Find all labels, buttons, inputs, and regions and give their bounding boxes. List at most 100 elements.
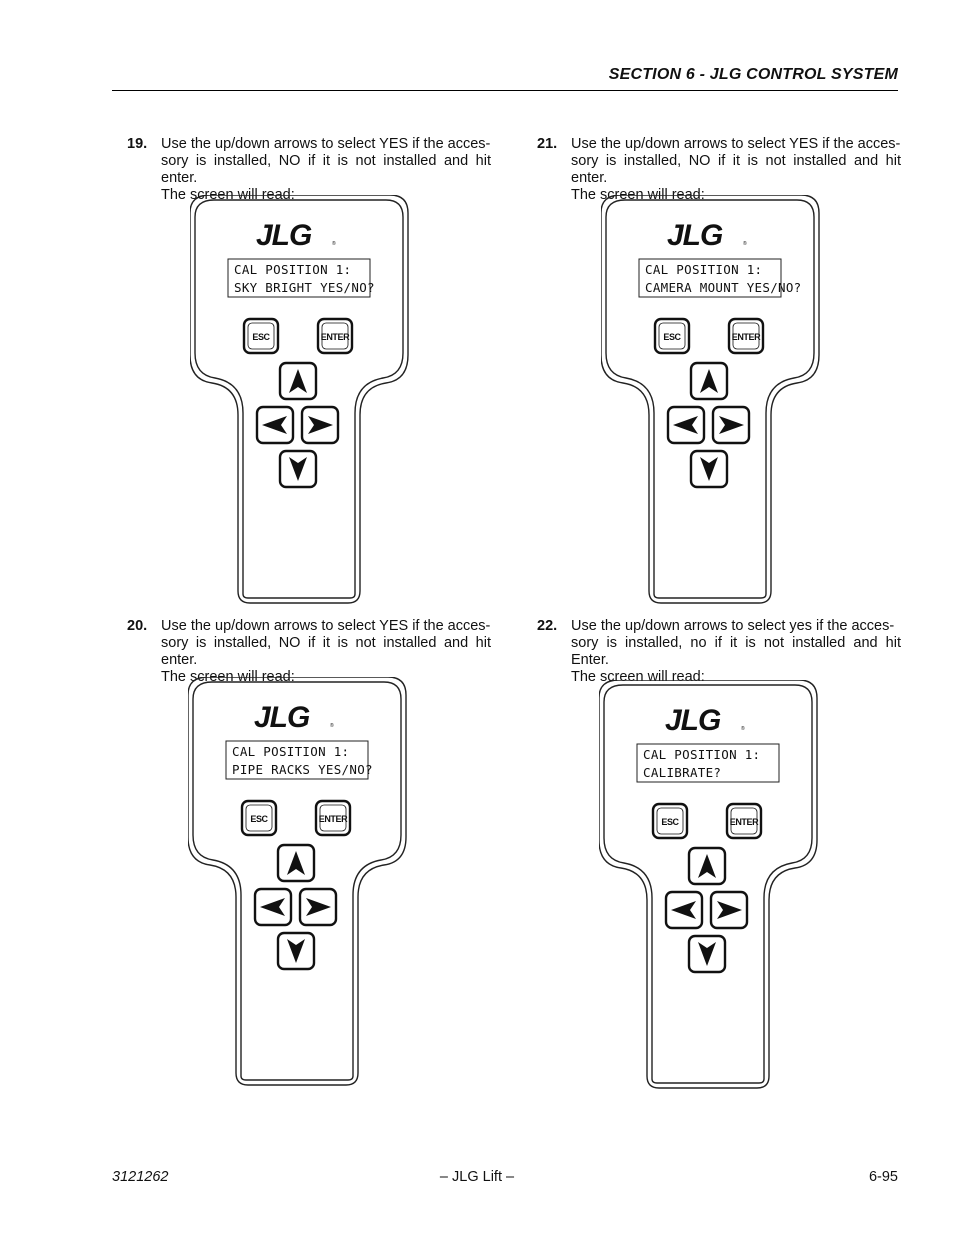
down-arrow-button[interactable] [276,931,316,971]
lcd-line-2: CALIBRATE? [643,765,721,780]
logo-text: JLG [667,219,723,252]
jlg-logo: JLG ® [256,219,336,252]
up-arrow-button[interactable] [276,843,316,883]
left-arrow-button[interactable] [666,405,706,445]
enter-button[interactable]: ENTER [725,802,763,840]
page-number: 6-95 [868,1169,898,1185]
logo-text: JLG [665,704,721,737]
step-text-line: Use the up/down arrows to select YES if … [161,618,491,634]
left-arrow-button[interactable] [253,887,293,927]
lcd-line-1: CAL POSITION 1: [645,262,762,277]
analyzer-device-19: JLG ® CAL POSITION 1: SKY BRIGHT YES/NO?… [190,195,410,605]
down-arrow-icon [700,457,718,481]
lcd-line-1: CAL POSITION 1: [234,262,351,277]
lcd-screen: CAL POSITION 1: CAMERA MOUNT YES/NO? [638,258,802,298]
step-19: 19. Use the up/down arrows to select YES… [127,136,497,203]
esc-button[interactable]: ESC [651,802,689,840]
logo-text: JLG [256,219,312,252]
up-arrow-icon [289,369,307,393]
step-text-line: sory is installed, no if it is not insta… [571,635,901,668]
footer-center-text: – JLG Lift – [439,1169,515,1185]
registered-mark: ® [743,240,747,247]
step-22: 22. Use the up/down arrows to select yes… [537,618,907,685]
left-arrow-button[interactable] [255,405,295,445]
up-arrow-button[interactable] [689,361,729,401]
step-text-line: sory is installed, NO if it is not insta… [571,153,901,186]
enter-label: ENTER [319,814,348,824]
right-arrow-icon [719,416,744,434]
enter-button[interactable]: ENTER [316,317,354,355]
jlg-logo: JLG ® [667,219,747,252]
esc-button[interactable]: ESC [240,799,278,837]
up-arrow-icon [700,369,718,393]
analyzer-body: JLG ® CAL POSITION 1: SKY BRIGHT YES/NO?… [190,195,409,604]
right-arrow-button[interactable] [709,890,749,930]
down-arrow-button[interactable] [687,934,727,974]
step-21: 21. Use the up/down arrows to select YES… [537,136,907,203]
registered-mark: ® [332,240,336,247]
esc-label: ESC [661,817,679,827]
lcd-screen: CAL POSITION 1: CALIBRATE? [636,743,780,783]
down-arrow-button[interactable] [689,449,729,489]
down-arrow-icon [698,942,716,966]
lcd-line-1: CAL POSITION 1: [643,747,760,762]
right-arrow-button[interactable] [711,405,751,445]
esc-button[interactable]: ESC [242,317,280,355]
logo-text: JLG [254,701,310,734]
analyzer-body: JLG ® CAL POSITION 1: CAMERA MOUNT YES/N… [601,195,820,604]
step-text-line: sory is installed, NO if it is not insta… [161,635,491,668]
enter-button[interactable]: ENTER [727,317,765,355]
registered-mark: ® [741,725,745,732]
step-20: 20. Use the up/down arrows to select YES… [127,618,497,685]
right-arrow-button[interactable] [298,887,338,927]
esc-label: ESC [252,332,270,342]
step-number: 22. [537,618,558,634]
registered-mark: ® [330,722,334,729]
page-header: SECTION 6 - JLG CONTROL SYSTEM [112,0,898,91]
step-number: 21. [537,136,558,152]
section-title: SECTION 6 - JLG CONTROL SYSTEM [608,66,898,83]
step-text-line: sory is installed, NO if it is not insta… [161,153,491,186]
step-text-line: Use the up/down arrows to select YES if … [571,136,901,152]
left-arrow-icon [260,898,285,916]
esc-label: ESC [250,814,268,824]
left-arrow-button[interactable] [664,890,704,930]
analyzer-device-22: JLG ® CAL POSITION 1: CALIBRATE? ESC ENT… [599,680,819,1090]
right-arrow-icon [717,901,742,919]
step-number: 19. [127,136,148,152]
step-text: Use the up/down arrows to select YES if … [571,136,901,204]
jlg-logo: JLG ® [254,701,334,734]
lcd-line-2: CAMERA MOUNT YES/NO? [645,280,802,295]
esc-label: ESC [663,332,681,342]
jlg-logo: JLG ® [665,704,745,737]
down-arrow-icon [287,939,305,963]
down-arrow-button[interactable] [278,449,318,489]
esc-button[interactable]: ESC [653,317,691,355]
enter-label: ENTER [732,332,761,342]
up-arrow-icon [698,854,716,878]
lcd-line-2: PIPE RACKS YES/NO? [232,762,373,777]
analyzer-body: JLG ® CAL POSITION 1: CALIBRATE? ESC ENT… [599,680,818,1089]
step-number: 20. [127,618,148,634]
lcd-screen: CAL POSITION 1: SKY BRIGHT YES/NO? [227,258,375,298]
analyzer-device-20: JLG ® CAL POSITION 1: PIPE RACKS YES/NO?… [188,677,408,1087]
down-arrow-icon [289,457,307,481]
analyzer-device-21: JLG ® CAL POSITION 1: CAMERA MOUNT YES/N… [601,195,821,605]
lcd-line-1: CAL POSITION 1: [232,744,349,759]
up-arrow-icon [287,851,305,875]
enter-label: ENTER [730,817,759,827]
left-arrow-icon [673,416,698,434]
step-text-line: Use the up/down arrows to select YES if … [161,136,491,152]
up-arrow-button[interactable] [278,361,318,401]
step-text-line: The screen will read: [571,669,705,685]
right-arrow-button[interactable] [300,405,340,445]
enter-label: ENTER [321,332,350,342]
right-arrow-icon [306,898,331,916]
enter-button[interactable]: ENTER [314,799,352,837]
doc-number: 3121262 [112,1169,169,1185]
step-text: Use the up/down arrows to select YES if … [161,618,491,686]
up-arrow-button[interactable] [687,846,727,886]
lcd-screen: CAL POSITION 1: PIPE RACKS YES/NO? [225,740,373,780]
lcd-line-2: SKY BRIGHT YES/NO? [234,280,375,295]
left-arrow-icon [262,416,287,434]
